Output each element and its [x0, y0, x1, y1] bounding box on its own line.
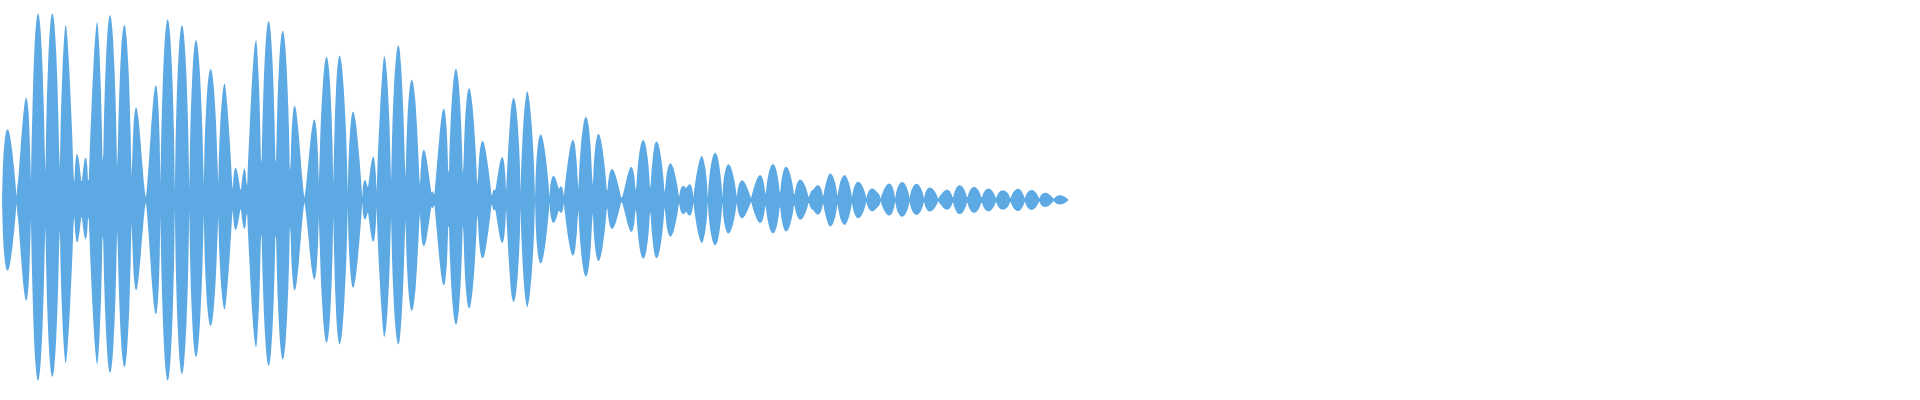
waveform-shape — [2, 13, 1068, 381]
